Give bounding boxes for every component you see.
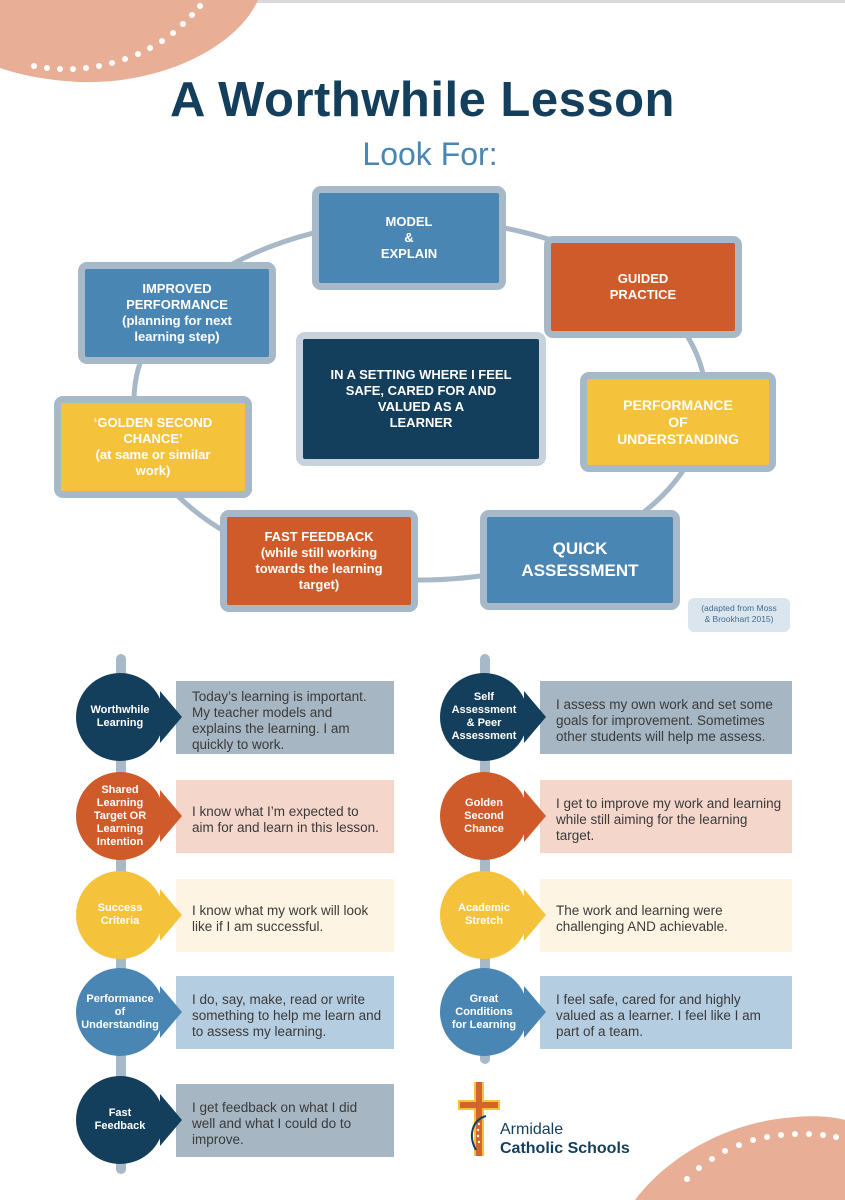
cycle-node-label: QUICK ASSESSMENT [521,539,639,580]
item-title: Success Criteria [97,902,143,927]
item-circle: Performance of Understanding [76,968,164,1056]
cycle-node-label: PERFORMANCE OF UNDERSTANDING [617,396,739,447]
cycle-node-label: FAST FEEDBACK (while still working towar… [255,529,383,592]
item-pointer [524,790,546,842]
item-description: The work and learning were challenging A… [556,902,728,934]
item-title: Fast Feedback [94,1107,146,1132]
item-circle: Golden Second Chance [440,772,528,860]
item-pointer [160,1094,182,1146]
left-item-worthwhile-learning: Worthwhile Learning Today’s learning is … [76,673,406,761]
left-item-shared-learning-target: Shared Learning Target OR Learning Inten… [76,772,406,860]
item-description-box: Today’s learning is important. My teache… [176,681,394,754]
item-title: Performance of Understanding [81,992,159,1031]
cycle-node-improved-performance: IMPROVED PERFORMANCE (planning for next … [78,262,276,364]
item-description: I get feedback on what I did well and wh… [192,1099,358,1147]
item-pointer [160,986,182,1038]
item-description: Today’s learning is important. My teache… [192,688,367,752]
item-pointer [524,986,546,1038]
cycle-node-label: IMPROVED PERFORMANCE (planning for next … [122,281,232,344]
cycle-node-golden-second-chance: ‘GOLDEN SECOND CHANCE’ (at same or simil… [54,396,252,498]
cycle-center-label: IN A SETTING WHERE I FEEL SAFE, CARED FO… [330,367,512,430]
right-item-golden-second-chance: Golden Second Chance I get to improve my… [440,772,800,860]
item-title: Academic Stretch [458,902,510,927]
page-subtitle: Look For: [362,136,498,172]
cross-sun-logo-icon [458,1082,500,1156]
cycle-node-label: GUIDED PRACTICE [609,271,677,302]
cycle-node-performance-of-understanding: PERFORMANCE OF UNDERSTANDING [580,372,776,472]
corner-decoration-bottom [635,1116,845,1200]
item-description-box: I assess my own work and set some goals … [540,681,792,754]
top-divider [0,0,845,3]
item-circle: Success Criteria [76,871,164,959]
item-description-box: I know what I’m expected to aim for and … [176,780,394,853]
page-title: A Worthwhile Lesson [170,73,675,127]
item-description-box: The work and learning were challenging A… [540,879,792,952]
cycle-node-guided-practice: GUIDED PRACTICE [544,236,742,338]
cycle-node-label: ‘GOLDEN SECOND CHANCE’ (at same or simil… [93,415,213,478]
cycle-center-setting: IN A SETTING WHERE I FEEL SAFE, CARED FO… [296,332,546,466]
item-description: I feel safe, cared for and highly valued… [556,991,761,1039]
item-description-box: I get to improve my work and learning wh… [540,780,792,853]
item-pointer [160,889,182,941]
right-item-great-conditions: Great Conditions for Learning I feel saf… [440,968,800,1056]
item-description: I get to improve my work and learning wh… [556,795,782,843]
item-description: I do, say, make, read or write something… [192,991,382,1039]
right-item-self-peer-assessment: Self Assessment & Peer Assessment I asse… [440,673,800,761]
item-title: Shared Learning Target OR Learning Inten… [93,783,147,848]
item-description-box: I get feedback on what I did well and wh… [176,1084,394,1157]
logo-text-catholic-schools: Catholic Schools [500,1140,630,1157]
item-description-box: I know what my work will look like if I … [176,879,394,952]
item-description: I assess my own work and set some goals … [556,696,773,744]
item-circle: Great Conditions for Learning [440,968,528,1056]
right-item-academic-stretch: Academic Stretch The work and learning w… [440,871,800,959]
item-title: Great Conditions for Learning [451,992,517,1031]
item-pointer [524,889,546,941]
source-credit: (adapted from Moss & Brookhart 2015) [688,598,790,632]
corner-decoration-top [0,0,258,83]
item-circle: Academic Stretch [440,871,528,959]
item-circle: Fast Feedback [76,1076,164,1164]
item-title: Self Assessment & Peer Assessment [451,691,517,742]
cycle-node-fast-feedback: FAST FEEDBACK (while still working towar… [220,510,418,612]
item-description-box: I feel safe, cared for and highly valued… [540,976,792,1049]
left-item-performance-of-understanding: Performance of Understanding I do, say, … [76,968,406,1056]
item-title: Worthwhile Learning [90,704,150,729]
item-pointer [160,691,182,743]
logo-text-armidale: Armidale [500,1121,564,1138]
item-circle: Self Assessment & Peer Assessment [440,673,528,761]
item-description: I know what my work will look like if I … [192,902,369,934]
item-pointer [160,790,182,842]
left-item-fast-feedback: Fast Feedback I get feedback on what I d… [76,1076,406,1164]
item-description: I know what I’m expected to aim for and … [192,803,379,835]
item-description-box: I do, say, make, read or write something… [176,976,394,1049]
cycle-node-label: MODEL & EXPLAIN [380,214,438,261]
left-item-success-criteria: Success Criteria I know what my work wil… [76,871,406,959]
item-circle: Shared Learning Target OR Learning Inten… [76,772,164,860]
item-title: Golden Second Chance [464,796,504,835]
cycle-node-quick-assessment: QUICK ASSESSMENT [480,510,680,610]
item-circle: Worthwhile Learning [76,673,164,761]
item-pointer [524,691,546,743]
cycle-node-model-explain: MODEL & EXPLAIN [312,186,506,290]
